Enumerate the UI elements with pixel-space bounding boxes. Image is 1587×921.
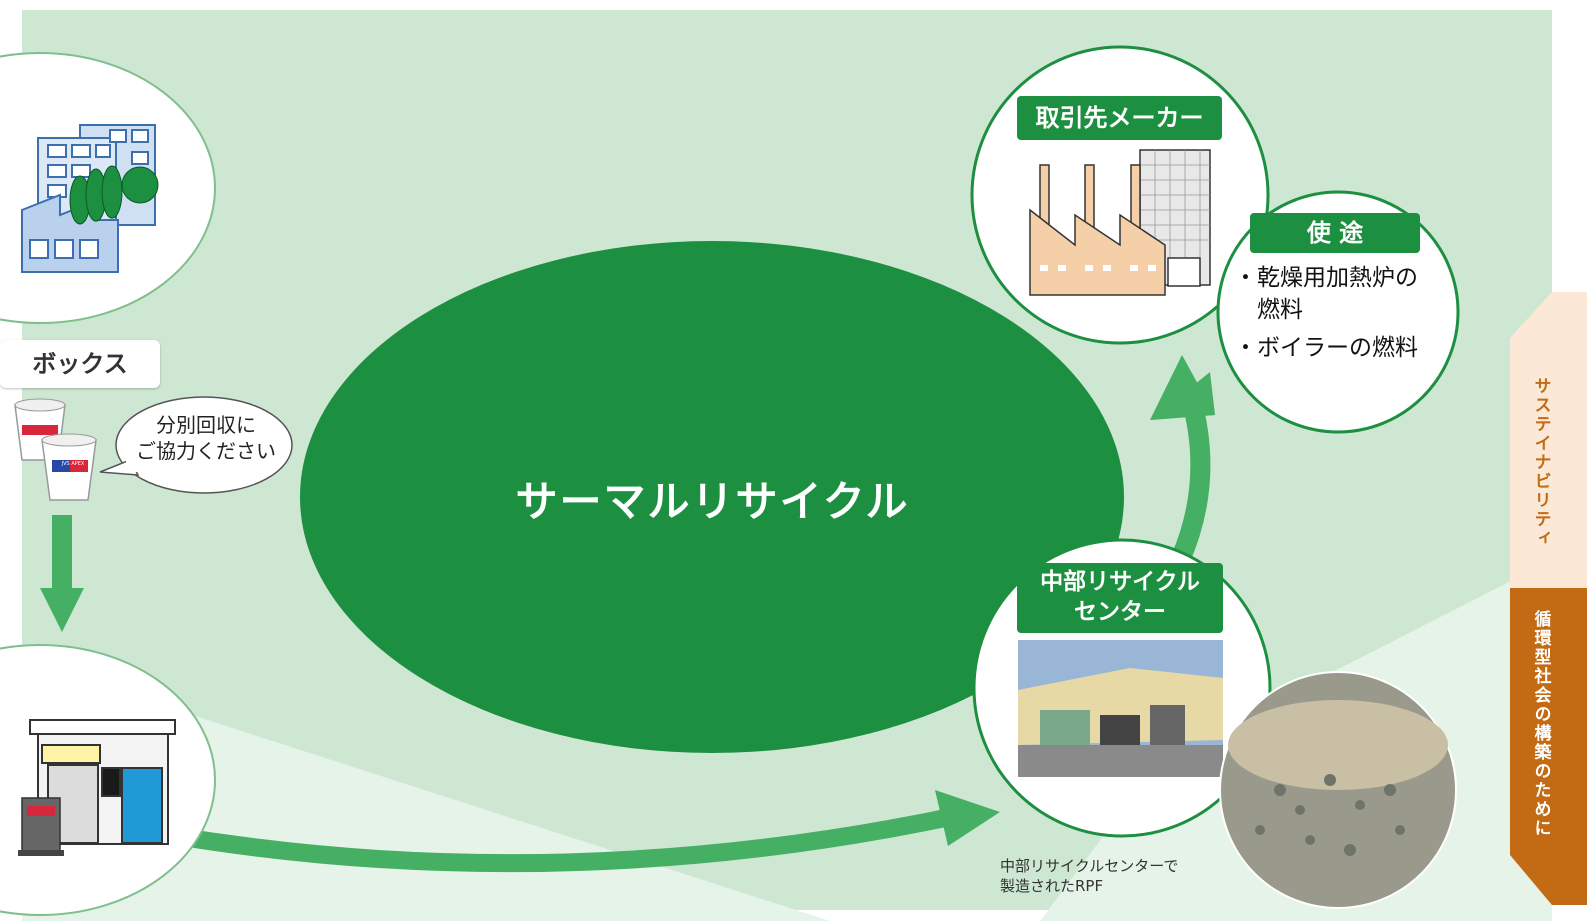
thermal-recycle-ellipse	[300, 241, 1124, 753]
speech-bubble-text: 分別回収に ご協力ください	[136, 413, 276, 463]
collection-bin-icon	[18, 797, 64, 856]
side-tab-sustainability[interactable]: サステイナビリティ	[1530, 377, 1551, 548]
rpf-caption: 中部リサイクルセンターで 製造されたRPF	[1000, 857, 1179, 895]
paper-cup-icon	[14, 398, 97, 501]
speech-bubble	[115, 396, 293, 494]
tree-icon	[69, 165, 159, 225]
box-label: ボックス	[0, 340, 160, 388]
recycle-center-title: 中部リサイクル センター	[1017, 563, 1223, 633]
usage-item-1: ・乾燥用加熱炉の 燃料	[1234, 265, 1418, 323]
usage-item-2: ・ボイラーの燃料	[1234, 335, 1418, 361]
usage-title: 使 途	[1250, 213, 1420, 253]
side-tab-light	[1510, 292, 1587, 588]
side-tab-dark	[1510, 588, 1587, 905]
factory-icon	[1029, 149, 1211, 296]
client-maker-title: 取引先メーカー	[1017, 96, 1222, 140]
bottom-arrow-head	[935, 790, 1000, 846]
rpf-pellets	[1255, 774, 1405, 856]
bottom-curve-arrow	[168, 806, 962, 873]
recycle-center-photo	[1018, 640, 1223, 777]
cup-brand-label: JVS APEX	[61, 461, 85, 467]
center-title: サーマルリサイクル	[515, 477, 910, 526]
side-tab-circular-society[interactable]: 循環型社会の構築のために	[1530, 609, 1551, 838]
down-arrow	[40, 515, 84, 632]
